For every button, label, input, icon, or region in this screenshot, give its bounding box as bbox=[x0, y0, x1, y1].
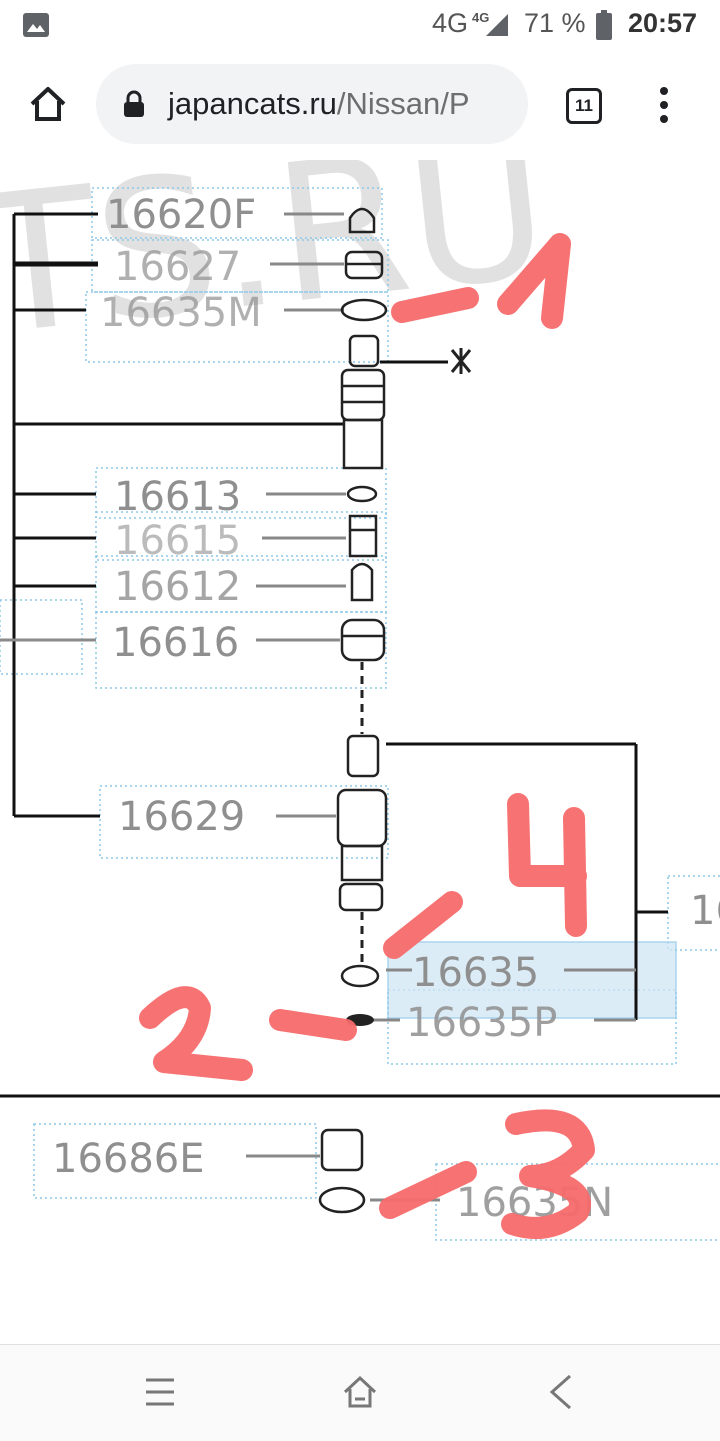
highlight-16635 bbox=[387, 941, 677, 1019]
signal-icon bbox=[486, 14, 508, 36]
home-icon[interactable] bbox=[28, 84, 68, 124]
home-nav-icon[interactable] bbox=[342, 1375, 378, 1409]
network-type-small: 4G bbox=[472, 10, 490, 25]
address-bar[interactable]: japancats.ru/Nissan/P bbox=[96, 64, 528, 144]
part-16635M[interactable]: 16635M bbox=[100, 290, 262, 336]
parts-diagram: TS.RU bbox=[0, 160, 720, 1241]
part-cut-right[interactable]: 16 bbox=[690, 888, 720, 934]
battery-percent: 71 % bbox=[524, 8, 586, 38]
browser-toolbar: japancats.ru/Nissan/P 11 bbox=[0, 52, 720, 160]
part-16635[interactable]: 16635 bbox=[412, 950, 539, 996]
tabs-icon[interactable]: 11 bbox=[566, 88, 602, 124]
lock-icon bbox=[124, 90, 144, 117]
watermark: TS.RU bbox=[0, 160, 558, 378]
part-16629[interactable]: 16629 bbox=[118, 794, 245, 840]
page-content: TS.RU bbox=[0, 160, 720, 1344]
tab-count: 11 bbox=[575, 96, 593, 115]
image-icon bbox=[23, 13, 49, 37]
part-16616[interactable]: 16616 bbox=[112, 620, 239, 666]
url-text[interactable]: japancats.ru/Nissan/P bbox=[168, 86, 470, 122]
back-icon[interactable] bbox=[548, 1373, 574, 1411]
part-16686E[interactable]: 16686E bbox=[52, 1136, 205, 1182]
battery-icon bbox=[596, 10, 612, 40]
part-16613[interactable]: 16613 bbox=[114, 474, 241, 520]
menu-dots-icon[interactable] bbox=[654, 86, 674, 124]
clock: 20:57 bbox=[628, 8, 698, 38]
menu-icon[interactable] bbox=[144, 1377, 176, 1407]
part-16615[interactable]: 16615 bbox=[114, 518, 241, 564]
part-16627[interactable]: 16627 bbox=[114, 244, 241, 290]
url-host: japancats.ru bbox=[168, 86, 337, 121]
part-16612[interactable]: 16612 bbox=[114, 564, 241, 610]
part-16635P[interactable]: 16635P bbox=[406, 1000, 557, 1046]
system-nav-bar bbox=[0, 1344, 720, 1441]
part-16620F[interactable]: 16620F bbox=[106, 192, 256, 238]
url-path: /Nissan/P bbox=[336, 86, 470, 121]
status-bar: 4G 4G 71 % 20:57 bbox=[0, 0, 720, 52]
network-type: 4G bbox=[432, 8, 469, 38]
